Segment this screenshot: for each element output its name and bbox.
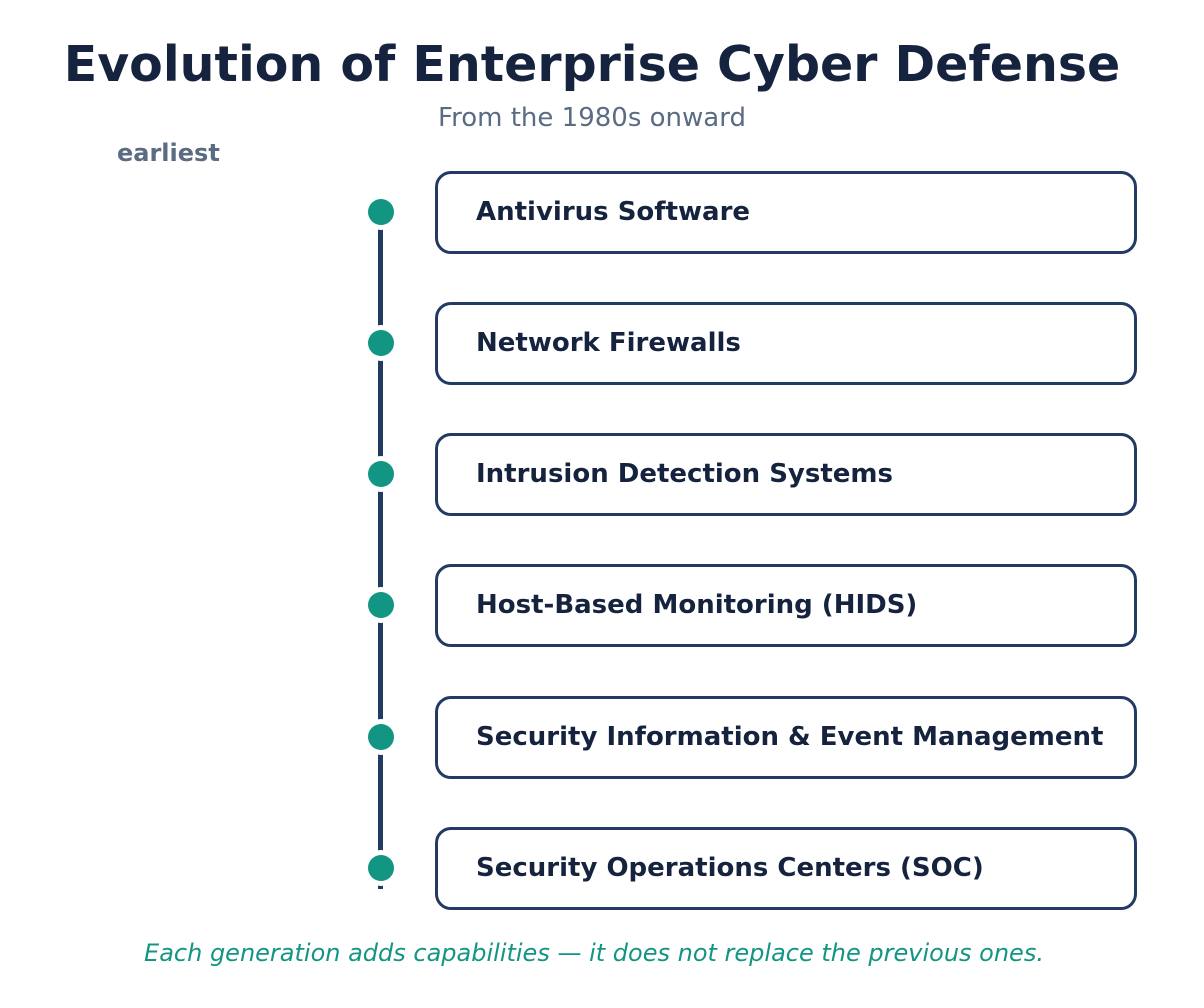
diagram-footnote: Each generation adds capabilities — it d…: [144, 939, 1044, 967]
stage-label: Intrusion Detection Systems: [476, 459, 893, 489]
stage-label: Security Operations Centers (SOC): [476, 853, 984, 883]
stage-card-ids: Intrusion Detection Systems: [435, 433, 1137, 516]
stage-card-firewalls: Network Firewalls: [435, 302, 1137, 385]
timeline-node-5: [368, 724, 394, 750]
stage-label: Network Firewalls: [476, 328, 741, 358]
timeline-node-2: [368, 330, 394, 356]
timeline-node-3: [368, 461, 394, 487]
diagram-subtitle: From the 1980s onward: [438, 103, 746, 133]
stage-card-hids: Host-Based Monitoring (HIDS): [435, 564, 1137, 647]
timeline-node-4: [368, 592, 394, 618]
stage-card-siem: Security Information & Event Management: [435, 696, 1137, 779]
stage-label: Host-Based Monitoring (HIDS): [476, 590, 918, 620]
timeline-node-1: [368, 199, 394, 225]
timeline-node-6: [368, 855, 394, 881]
stage-label: Antivirus Software: [476, 197, 751, 227]
timeline-rail: [378, 212, 383, 889]
stage-card-antivirus: Antivirus Software: [435, 171, 1137, 254]
stage-label: Security Information & Event Management: [476, 722, 1104, 752]
diagram-title: Evolution of Enterprise Cyber Defense: [63, 36, 1121, 93]
timeline-start-label: earliest: [117, 139, 220, 167]
stage-card-soc: Security Operations Centers (SOC): [435, 827, 1137, 910]
